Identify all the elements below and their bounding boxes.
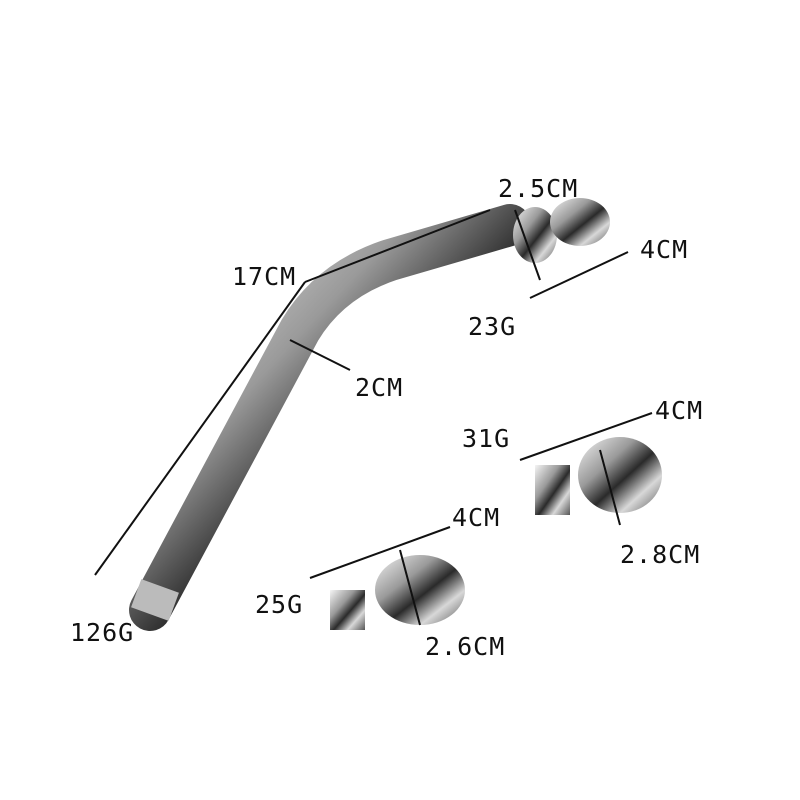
main-diameter-label: 2CM (355, 373, 404, 402)
main-length-label: 17CM (232, 262, 297, 291)
large-attachment-diameter-label: 2.8CM (620, 540, 701, 569)
small-attachment-length-label: 4CM (452, 503, 501, 532)
main-weight-label: 126G (70, 618, 135, 647)
main-nozzle-shape (129, 204, 531, 631)
large-attachment-length-label: 4CM (655, 396, 704, 425)
small-attachment-weight-label: 25G (255, 590, 304, 619)
small-attachment-diameter-label: 2.6CM (425, 632, 506, 661)
tip-weight-label: 23G (468, 312, 517, 341)
tip-diameter-label: 2.5CM (498, 174, 579, 203)
large-attachment-weight-label: 31G (462, 424, 511, 453)
tip-length-label: 4CM (640, 235, 689, 264)
